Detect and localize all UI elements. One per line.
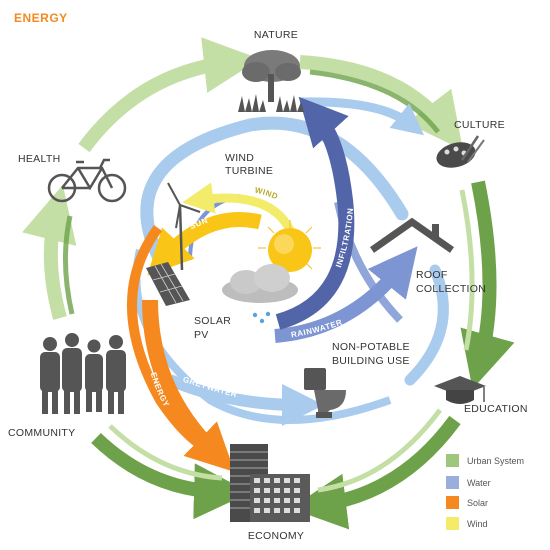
toilet-icon — [304, 368, 346, 418]
arrow-community-health — [22, 184, 77, 320]
legend-item: Urban System — [446, 454, 524, 467]
label-solar-pv-1: SOLAR — [194, 315, 231, 327]
legend-label-urban: Urban System — [467, 456, 524, 466]
arrow-culture-education — [460, 180, 515, 389]
arrow-health-nature — [78, 37, 260, 153]
wind-turbine-icon — [167, 182, 201, 271]
arrow-wind — [182, 182, 295, 233]
legend: Urban System Water Solar Wind — [446, 454, 524, 530]
legend-label-water: Water — [467, 478, 491, 488]
arrow-water-upper — [140, 116, 409, 267]
legend-swatch-wind — [446, 517, 459, 530]
buildings-icon — [230, 444, 310, 522]
arrow-community-health-inner — [63, 215, 75, 315]
cloud-icon — [222, 264, 298, 303]
node-nature: NATURE — [254, 29, 298, 41]
solar-panel-icon — [146, 262, 190, 306]
arrow-community-economy-inner — [108, 424, 223, 481]
arrow-nature-culture — [299, 55, 464, 151]
arrow-greywater — [167, 374, 324, 426]
node-community: COMMUNITY — [8, 427, 75, 439]
sun-icon — [258, 220, 321, 272]
label-roof-collection-1: ROOF — [416, 269, 448, 281]
label-wind-turbine-2: TURBINE — [225, 165, 273, 177]
legend-label-wind: Wind — [467, 519, 488, 529]
label-solar-pv-2: PV — [194, 329, 209, 341]
arrow-solar-outer — [127, 225, 222, 460]
arrow-infiltration — [275, 96, 355, 330]
node-culture: CULTURE — [454, 119, 505, 131]
roof-icon — [369, 217, 455, 253]
legend-swatch-solar — [446, 496, 459, 509]
solar-wind-flows — [127, 182, 295, 473]
people-icon — [40, 333, 126, 414]
arrow-nature-culture-inner — [309, 69, 440, 134]
legend-swatch-urban — [446, 454, 459, 467]
node-health: HEALTH — [18, 153, 60, 165]
bicycle-icon — [47, 158, 127, 203]
label-non-potable-1: NON-POTABLE — [332, 341, 410, 353]
palette-icon — [436, 135, 485, 168]
legend-item: Water — [446, 476, 491, 489]
arrow-culture-education-inner — [459, 189, 475, 351]
graduation-cap-icon — [434, 376, 486, 404]
tree-icon — [238, 50, 304, 112]
node-economy: ECONOMY — [248, 530, 304, 542]
legend-label-solar: Solar — [467, 498, 488, 508]
legend-item: Wind — [446, 517, 488, 530]
arrow-education-economy — [290, 415, 461, 530]
node-education: EDUCATION — [464, 403, 528, 415]
arrow-sun — [147, 212, 262, 276]
raindrops-icon — [252, 311, 271, 324]
arrow-water-right — [404, 264, 449, 386]
diagram-title: ENERGY — [14, 11, 68, 25]
label-wind-turbine-1: WIND — [225, 152, 254, 164]
label-roof-collection-2: COLLECTION — [416, 283, 486, 295]
arrow-rainwater — [274, 246, 418, 343]
label-non-potable-2: BUILDING USE — [332, 355, 410, 367]
arrow-community-economy — [91, 432, 250, 520]
legend-swatch-water — [446, 476, 459, 489]
arrow-education-economy-inner — [317, 408, 443, 493]
urban-system-ring — [22, 37, 515, 530]
legend-item: Solar — [446, 496, 488, 509]
arrow-energy — [142, 299, 235, 473]
